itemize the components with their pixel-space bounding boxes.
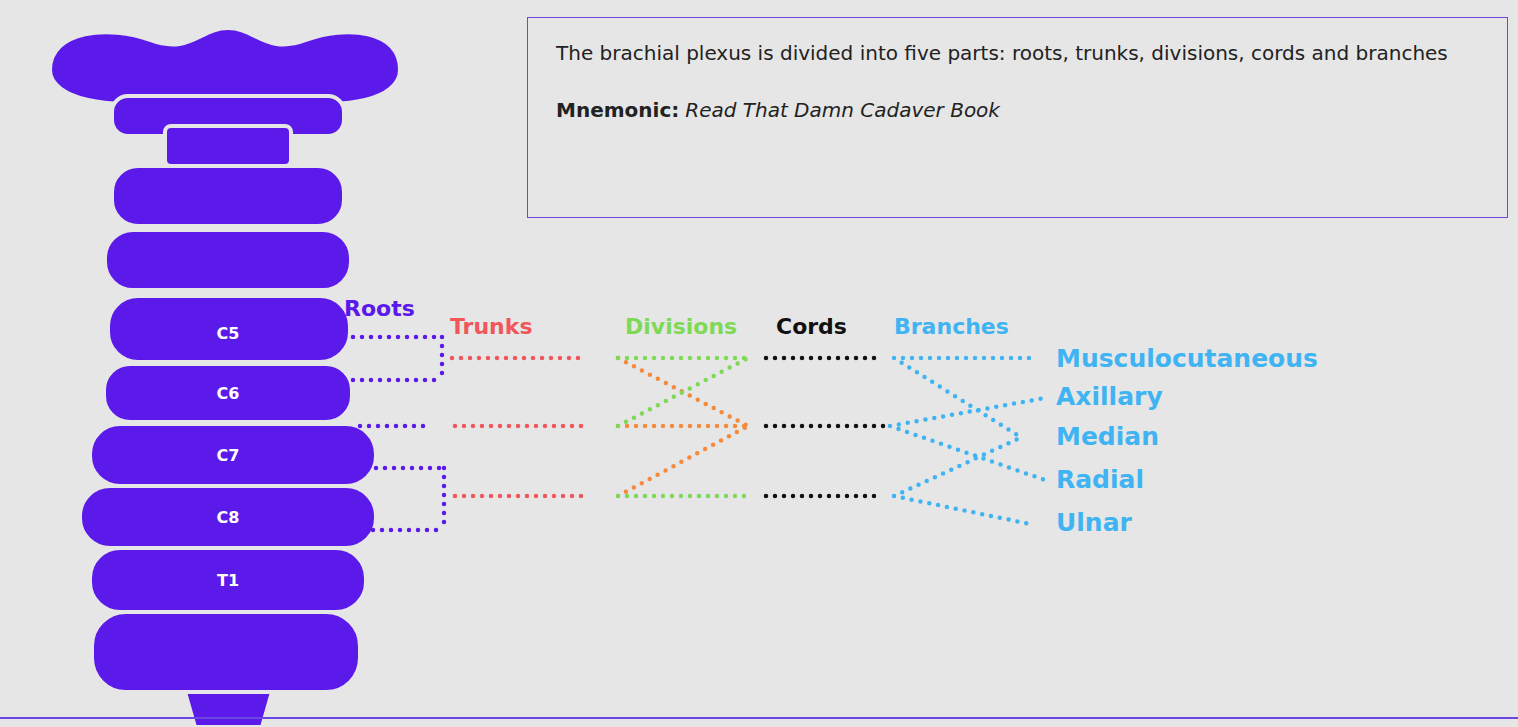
column-heading: Branches: [894, 314, 1009, 339]
vertebra: [108, 296, 350, 362]
nerve-branch: Median: [1056, 422, 1159, 451]
vertebra-label: T1: [217, 571, 239, 590]
root-line: [340, 468, 444, 530]
anterior-division-lines: [618, 358, 748, 496]
nerve-branch: Musculocutaneous: [1056, 344, 1318, 373]
trunk-line: [452, 358, 582, 496]
vertebra: [90, 424, 376, 486]
division-line: [618, 358, 748, 496]
branch-lines: [890, 358, 1045, 524]
column-heading: Roots: [344, 296, 415, 321]
vertebra: [112, 166, 344, 226]
atlas-vertebra: [50, 28, 400, 104]
vertebra-label: C7: [217, 446, 240, 465]
root-line: [335, 337, 442, 380]
axis-body: [165, 126, 291, 166]
cord-lines: [766, 358, 884, 496]
mnemonic-text: Read That Damn Cadaver Book: [685, 98, 1000, 122]
posterior-division-lines: [618, 358, 748, 496]
cord-line: [766, 358, 884, 496]
vertebra-label: C5: [217, 324, 240, 343]
column-heading: Trunks: [450, 314, 533, 339]
mnemonic-heading: Mnemonic:: [556, 98, 679, 122]
vertebra: [90, 548, 366, 612]
vertebra-label: C8: [217, 508, 240, 527]
division-line: [618, 358, 748, 496]
nerve-branch: Axillary: [1056, 382, 1163, 411]
description-text: The brachial plexus is divided into five…: [556, 39, 1479, 68]
mnemonic-line: Mnemonic:Read That Damn Cadaver Book: [556, 96, 1479, 125]
vertebra: [80, 486, 376, 548]
nerve-branch: Radial: [1056, 465, 1144, 494]
spine: [50, 28, 400, 727]
vertebra: [92, 612, 360, 692]
vertebra: [104, 364, 352, 422]
root-line: [360, 424, 430, 429]
trunk-lines: [452, 358, 582, 496]
column-heading: Cords: [776, 314, 847, 339]
column-heading: Divisions: [625, 314, 737, 339]
vertebra: [185, 692, 272, 727]
nerve-branch: Ulnar: [1056, 508, 1132, 537]
vertebra-label: C6: [217, 384, 240, 403]
branch-line: [890, 358, 1045, 524]
vertebra: [105, 230, 351, 290]
text-box: The brachial plexus is divided into five…: [527, 17, 1508, 218]
root-lines: [335, 337, 444, 530]
bottom-rule: [0, 717, 1518, 719]
dotted-paths: [335, 337, 1045, 530]
